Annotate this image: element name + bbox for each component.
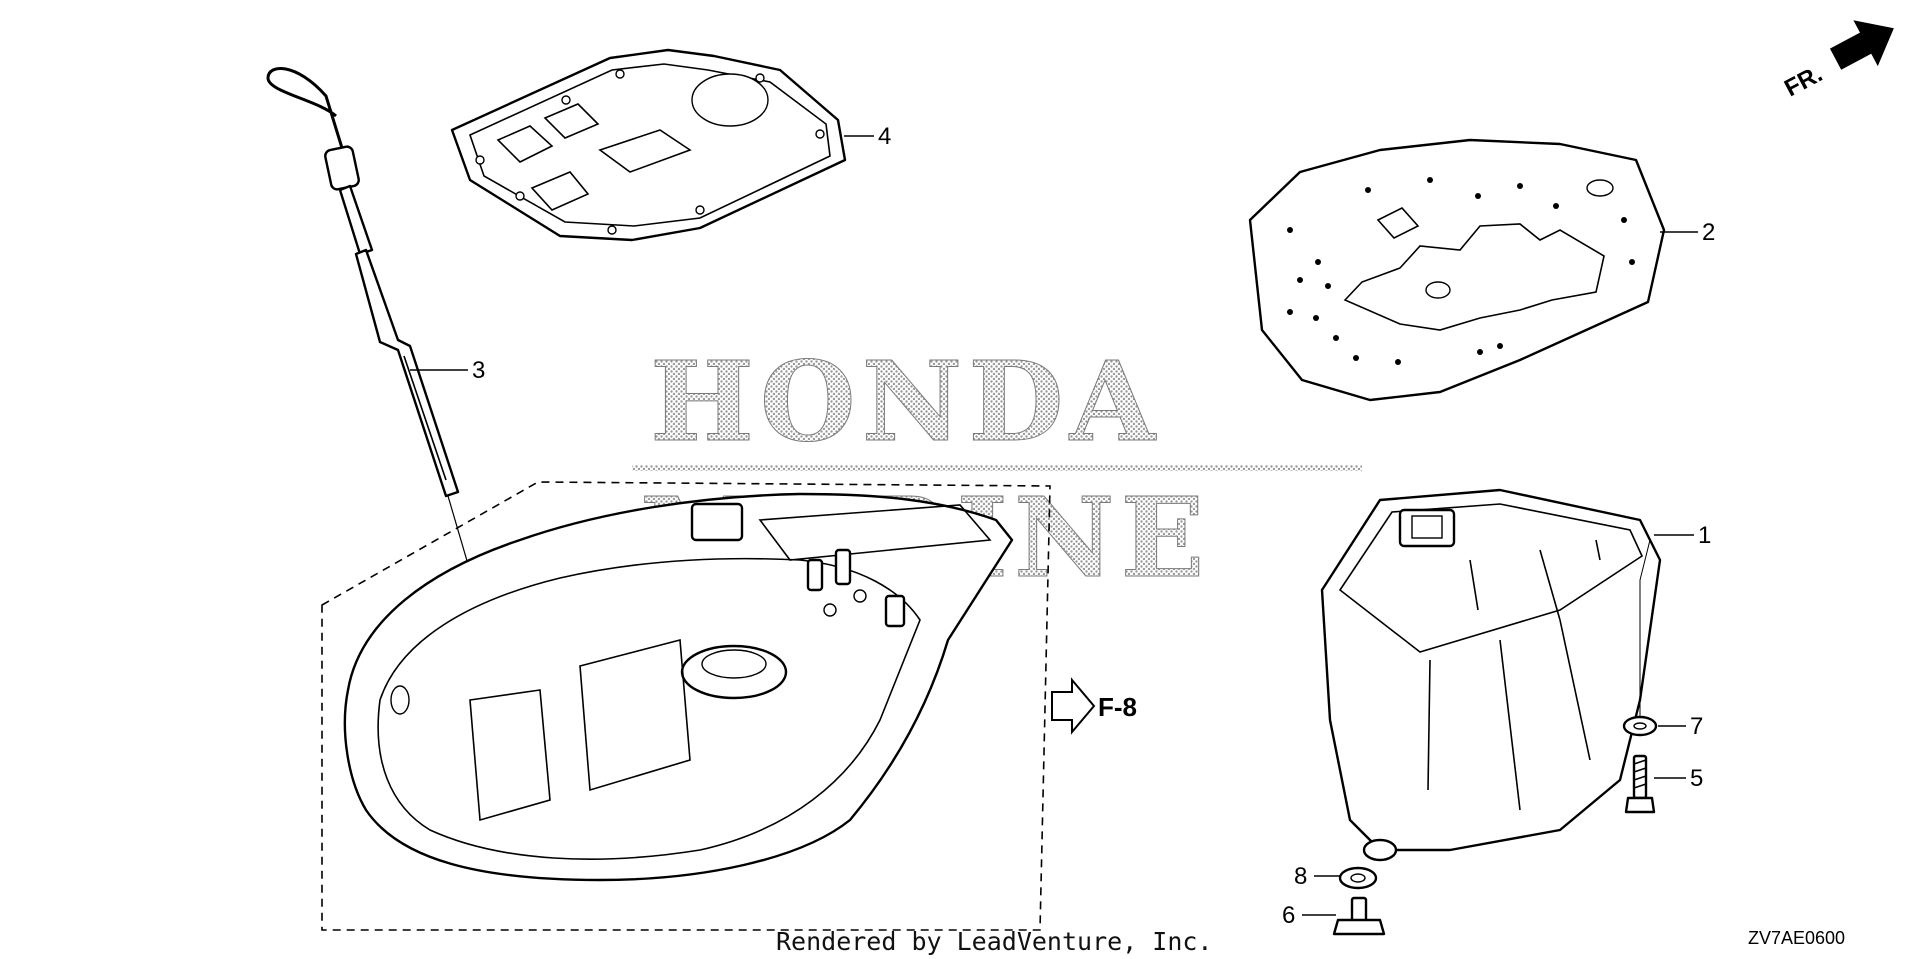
part-7-washer[interactable] xyxy=(1622,715,1658,737)
callout-2[interactable]: 2 xyxy=(1702,219,1715,246)
reference-label[interactable]: F-8 xyxy=(1098,692,1137,722)
part-2-plate-gasket[interactable] xyxy=(1248,138,1666,402)
callout-8[interactable]: 8 xyxy=(1294,863,1307,890)
callout-7[interactable]: 7 xyxy=(1690,713,1703,740)
leader-lines xyxy=(410,135,1698,916)
callout-6[interactable]: 6 xyxy=(1282,902,1295,929)
engine-cover-boundary xyxy=(321,481,1051,931)
part-4-oil-pan-gasket[interactable] xyxy=(450,48,847,242)
callout-4[interactable]: 4 xyxy=(878,123,891,150)
part-8-drain-washer[interactable] xyxy=(1338,866,1378,890)
front-arrow-icon xyxy=(1829,20,1894,70)
front-label: FR. xyxy=(1780,60,1827,102)
watermark-line1: HONDA xyxy=(650,337,1161,466)
engine-cover xyxy=(343,492,1014,882)
part-6-drain-bolt[interactable] xyxy=(1332,896,1386,936)
render-credit: Rendered by LeadVenture, Inc. xyxy=(776,927,1213,956)
callout-5[interactable]: 5 xyxy=(1690,765,1703,792)
callout-numbers: 1 2 3 4 5 6 7 8 xyxy=(472,123,1715,929)
part-1-oil-pan[interactable] xyxy=(1320,488,1662,862)
part-5-bolt[interactable] xyxy=(1624,754,1656,814)
diagram-code: ZV7AE0600 xyxy=(1748,928,1845,948)
callout-3[interactable]: 3 xyxy=(472,357,485,384)
figure-reference[interactable]: F-8 xyxy=(1051,677,1137,735)
front-direction-indicator: FR. xyxy=(1780,20,1894,102)
watermark-rule xyxy=(632,465,1362,471)
reference-arrow-icon xyxy=(1051,677,1096,735)
callout-1[interactable]: 1 xyxy=(1698,522,1711,549)
